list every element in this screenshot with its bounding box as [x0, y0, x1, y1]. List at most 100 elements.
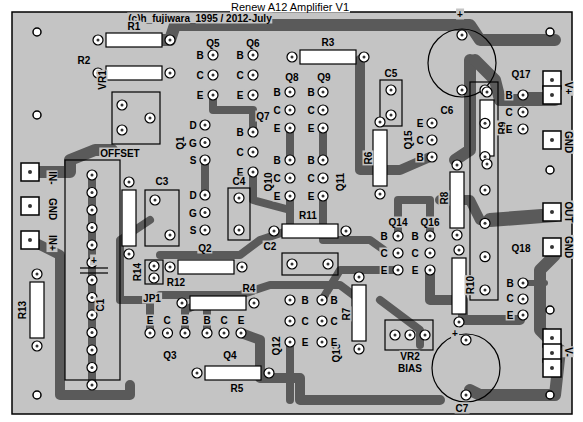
drill-hole — [429, 252, 432, 255]
drill-hole — [429, 235, 432, 238]
part-label: E — [307, 191, 316, 202]
solder-pad — [454, 317, 464, 327]
drill-hole — [154, 199, 157, 202]
solder-pad — [249, 298, 259, 308]
solder-pad — [518, 124, 528, 134]
terminal-pad — [21, 163, 39, 181]
drill-hole — [212, 94, 215, 97]
drill-hole — [128, 181, 131, 184]
resistor-r1 — [106, 33, 162, 47]
part-label: C — [300, 316, 309, 327]
part-label: + — [456, 9, 464, 20]
solder-pad — [518, 310, 528, 320]
part-label: E — [237, 315, 246, 326]
part-label: GND — [563, 235, 574, 259]
drill-hole — [240, 332, 243, 335]
trimmer-vr1 — [112, 92, 160, 144]
part-label: Q3 — [162, 350, 177, 361]
solder-pad — [165, 262, 175, 272]
solder-pad — [269, 226, 279, 236]
drill-hole — [153, 265, 156, 268]
part-label: C5 — [384, 68, 399, 79]
drill-hole — [397, 269, 400, 272]
resistor-r9 — [480, 100, 494, 156]
part-label: E — [146, 315, 155, 326]
drill-hole — [204, 159, 207, 162]
drill-hole — [204, 229, 207, 232]
part-label: Q11 — [335, 172, 346, 192]
solder-pad — [163, 328, 173, 338]
part-label: E — [301, 337, 310, 348]
drill-hole — [358, 276, 361, 279]
drill-hole — [252, 94, 255, 97]
drill-hole — [204, 141, 207, 144]
drill-hole — [345, 230, 348, 233]
part-label: + — [451, 328, 459, 339]
solder-pad — [87, 223, 97, 233]
solder-pad — [461, 390, 471, 400]
solder-pad — [482, 159, 492, 169]
drill-hole — [322, 159, 325, 162]
part-label: Q17 — [511, 69, 532, 80]
drill-hole — [390, 89, 393, 92]
drill-hole — [522, 282, 525, 285]
copyright-note: (c)h_fujiwara_1995 / 2012-July — [127, 13, 272, 24]
part-label: C — [235, 70, 244, 81]
part-label: IN- — [47, 170, 58, 185]
drill-hole — [252, 74, 255, 77]
drill-hole — [522, 298, 525, 301]
drill-hole — [321, 341, 324, 344]
drill-hole — [212, 54, 215, 57]
part-label: C — [272, 173, 281, 184]
drill-hole — [149, 332, 152, 335]
solder-pad — [248, 70, 258, 80]
part-label: Q8 — [284, 72, 299, 83]
part-label: C — [235, 147, 244, 158]
drill-hole — [550, 336, 554, 340]
solder-pad — [287, 259, 297, 269]
solder-pad — [323, 259, 333, 269]
part-label: R4 — [242, 283, 257, 294]
drill-hole — [289, 341, 292, 344]
solder-pad — [354, 272, 364, 282]
drill-hole — [212, 74, 215, 77]
drill-hole — [289, 299, 292, 302]
solder-pad — [318, 155, 328, 165]
solder-pad — [318, 105, 328, 115]
drill-hole — [486, 163, 489, 166]
solder-pad — [317, 337, 327, 347]
part-label: B — [235, 127, 244, 138]
solder-pad — [234, 193, 244, 203]
drill-hole — [289, 177, 292, 180]
drill-hole — [550, 78, 554, 82]
solder-pad — [87, 328, 97, 338]
solder-pad — [234, 225, 244, 235]
solder-pad — [200, 190, 210, 200]
drill-hole — [458, 321, 461, 324]
drill-hole — [91, 174, 94, 177]
drill-hole — [91, 226, 94, 229]
resistor-r4 — [190, 296, 246, 310]
part-label: R14 — [132, 262, 143, 282]
solder-pad — [145, 113, 155, 123]
part-label: E — [416, 118, 425, 129]
solder-pad — [518, 294, 528, 304]
terminal-pad — [21, 197, 39, 215]
drill-hole — [431, 122, 434, 125]
part-label: E — [505, 124, 514, 135]
drill-hole — [238, 197, 241, 200]
solder-pad — [117, 100, 127, 110]
solder-pad — [208, 70, 218, 80]
drill-hole — [550, 210, 554, 214]
solder-pad — [375, 117, 385, 127]
solder-pad — [427, 135, 437, 145]
part-label: Q16 — [420, 217, 441, 228]
part-label: E — [380, 265, 389, 276]
part-label: C — [329, 316, 338, 327]
part-label: B — [202, 315, 211, 326]
solder-pad — [87, 240, 97, 250]
drill-hole — [429, 269, 432, 272]
part-label: S — [189, 225, 198, 236]
drill-hole — [91, 314, 94, 317]
